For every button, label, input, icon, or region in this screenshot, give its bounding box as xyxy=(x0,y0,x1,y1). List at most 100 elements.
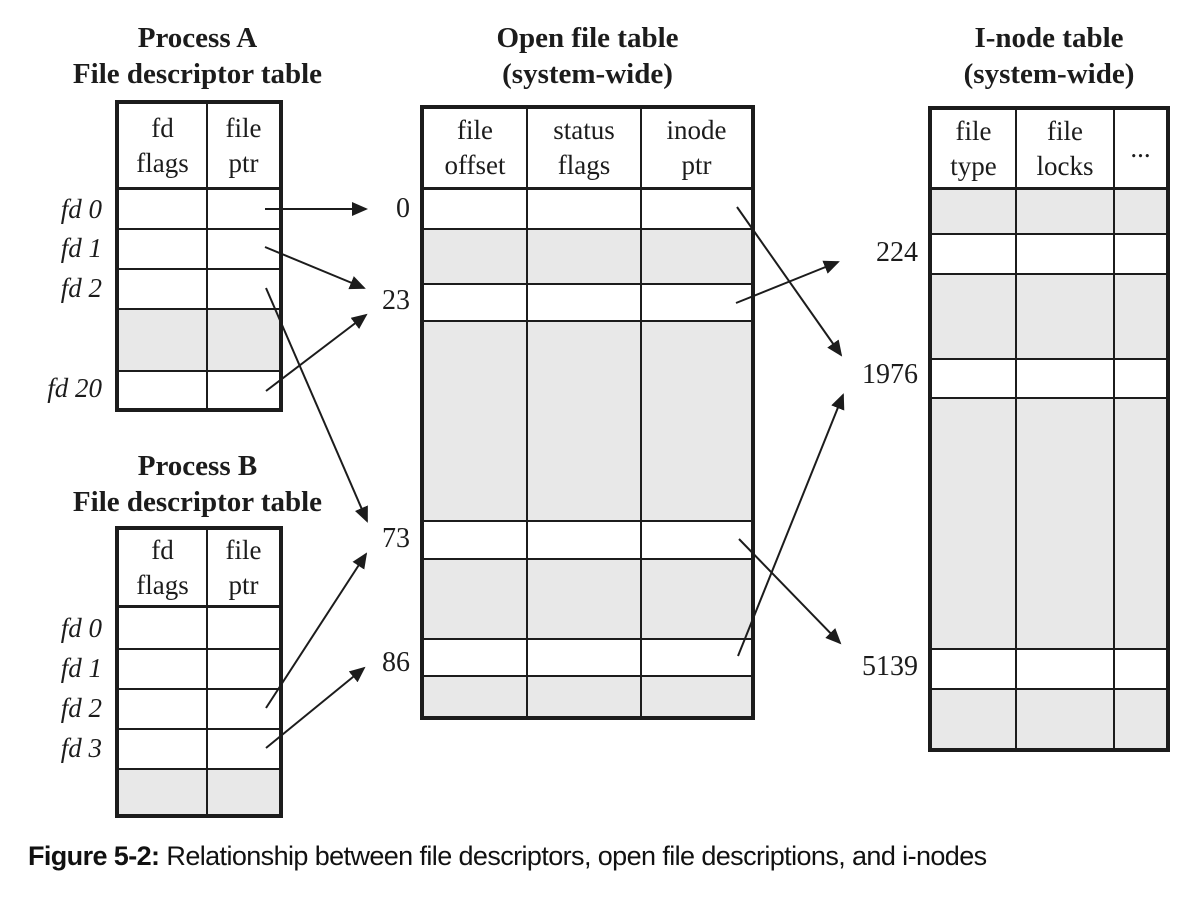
open-file-table: file offset status flags inode ptr xyxy=(420,105,755,720)
process-a-row-fd1 xyxy=(119,228,279,268)
open-file-table-title: Open file table (system-wide) xyxy=(420,20,755,92)
figure-caption: Figure 5-2:Relationship between file des… xyxy=(28,841,1188,872)
cell-file-ptr xyxy=(208,730,279,768)
process-a-fd-table: fd flags file ptr xyxy=(115,100,283,412)
oft-header-inode-ptr: inode ptr xyxy=(642,109,751,187)
header-text: fd xyxy=(151,534,174,565)
header-text: type xyxy=(950,150,997,181)
process-a-header-row: fd flags file ptr xyxy=(119,104,279,190)
cell-file-offset xyxy=(424,677,528,716)
cell-status-flags xyxy=(528,677,642,716)
cell-file-type xyxy=(932,399,1017,648)
header-text: ptr xyxy=(681,150,712,180)
header-text: file xyxy=(1047,115,1083,146)
cell-etc xyxy=(1115,399,1166,648)
inode-label-5139: 5139 xyxy=(862,651,918,682)
oft-label-0: 0 xyxy=(396,193,410,224)
process-b-label-fd3: fd 3 xyxy=(60,733,102,763)
cell-file-ptr xyxy=(208,608,279,648)
inode-table-title-line1: I-node table xyxy=(974,22,1124,54)
cell-inode-ptr xyxy=(642,230,751,283)
ellipsis-text: ... xyxy=(1130,133,1151,163)
cell-file-ptr xyxy=(208,270,279,308)
cell-status-flags xyxy=(528,322,642,520)
open-file-table-header-row: file offset status flags inode ptr xyxy=(424,109,751,190)
oft-header-file-offset: file offset xyxy=(424,109,528,187)
cell-fd-flags xyxy=(119,690,208,728)
inode-label-1976: 1976 xyxy=(862,359,918,390)
cell-file-offset xyxy=(424,230,528,283)
cell-fd-flags xyxy=(119,270,208,308)
process-b-row-fd1 xyxy=(119,648,279,688)
process-a-header-fd-flags: fd flags xyxy=(119,104,208,187)
cell-fd-flags xyxy=(119,730,208,768)
oft-row-unused xyxy=(424,558,751,638)
cell-inode-ptr xyxy=(642,560,751,638)
cell-file-type xyxy=(932,650,1017,688)
header-text: fd xyxy=(151,112,174,143)
header-text: flags xyxy=(136,147,189,178)
process-a-label-fd2: fd 2 xyxy=(60,273,102,303)
cell-file-locks xyxy=(1017,275,1115,358)
cell-inode-ptr xyxy=(642,640,751,675)
oft-label-86: 86 xyxy=(382,647,410,678)
cell-file-ptr xyxy=(208,770,279,814)
cell-fd-flags xyxy=(119,310,208,370)
cell-status-flags xyxy=(528,640,642,675)
process-b-label-fd0: fd 0 xyxy=(60,613,102,643)
process-b-row-fd2 xyxy=(119,688,279,728)
inode-table: file type file locks ... xyxy=(928,106,1170,752)
oft-row-73 xyxy=(424,520,751,558)
process-b-label-fd1: fd 1 xyxy=(60,653,102,683)
process-a-row-unused xyxy=(119,308,279,370)
cell-file-type xyxy=(932,690,1017,748)
process-b-title: Process B File descriptor table xyxy=(15,448,380,520)
process-b-row-unused xyxy=(119,768,279,814)
cell-file-ptr xyxy=(208,190,279,228)
cell-fd-flags xyxy=(119,372,208,408)
cell-status-flags xyxy=(528,522,642,558)
process-a-label-fd1: fd 1 xyxy=(60,233,102,263)
cell-fd-flags xyxy=(119,650,208,688)
cell-fd-flags xyxy=(119,770,208,814)
process-b-title-line1: Process B xyxy=(137,450,258,482)
header-text: inode xyxy=(666,115,727,145)
oft-header-status-flags: status flags xyxy=(528,109,642,187)
oft-row-23 xyxy=(424,283,751,320)
inode-row-224 xyxy=(932,233,1166,273)
process-b-header-file-ptr: file ptr xyxy=(208,530,279,605)
header-text: offset xyxy=(444,150,506,180)
inode-table-title: I-node table (system-wide) xyxy=(888,20,1204,92)
oft-row-0 xyxy=(424,190,751,228)
cell-inode-ptr xyxy=(642,677,751,716)
cell-file-locks xyxy=(1017,360,1115,397)
process-a-header-file-ptr: file ptr xyxy=(208,104,279,187)
inode-header-file-type: file type xyxy=(932,110,1017,187)
process-a-title: Process A File descriptor table xyxy=(15,20,380,92)
cell-file-offset xyxy=(424,285,528,320)
inode-row-unused xyxy=(932,688,1166,748)
cell-file-offset xyxy=(424,190,528,228)
cell-file-locks xyxy=(1017,650,1115,688)
header-text: flags xyxy=(557,150,611,180)
process-b-row-fd0 xyxy=(119,608,279,648)
process-a-label-fd20: fd 20 xyxy=(47,373,102,403)
process-a-row-fd20 xyxy=(119,370,279,408)
cell-fd-flags xyxy=(119,230,208,268)
inode-row-unused xyxy=(932,397,1166,648)
cell-inode-ptr xyxy=(642,285,751,320)
cell-file-offset xyxy=(424,322,528,520)
header-text: locks xyxy=(1036,150,1094,181)
header-text: file xyxy=(225,534,262,565)
cell-etc xyxy=(1115,190,1166,233)
cell-file-type xyxy=(932,275,1017,358)
cell-fd-flags xyxy=(119,608,208,648)
process-b-label-fd2: fd 2 xyxy=(60,693,102,723)
inode-header-ellipsis: ... xyxy=(1115,110,1166,187)
header-text: file xyxy=(955,115,992,146)
oft-row-unused xyxy=(424,228,751,283)
process-a-row-fd2 xyxy=(119,268,279,308)
process-a-title-line2: File descriptor table xyxy=(72,58,323,90)
cell-etc xyxy=(1115,275,1166,358)
cell-file-ptr xyxy=(208,690,279,728)
